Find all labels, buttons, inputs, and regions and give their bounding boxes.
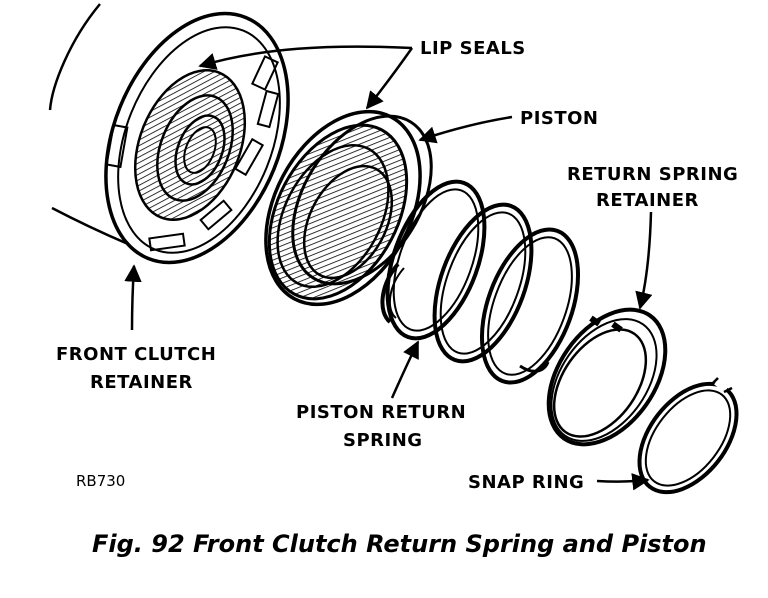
label-piston: PISTON <box>520 108 599 129</box>
label-piston-return-spring-line1: PISTON RETURN <box>296 402 466 423</box>
snap-ring-drawing <box>637 377 739 495</box>
label-piston-return-spring-line2: SPRING <box>343 430 423 451</box>
leader-lines <box>124 45 653 491</box>
return-spring-retainer-drawing <box>546 307 668 447</box>
piston-drawing <box>264 109 433 307</box>
label-return-spring-retainer-line2: RETAINER <box>596 190 699 211</box>
label-return-spring-retainer-line1: RETURN SPRING <box>567 164 738 185</box>
label-lip-seals: LIP SEALS <box>420 38 526 59</box>
figure-id: RB730 <box>76 472 125 490</box>
label-front-clutch-retainer-line1: FRONT CLUTCH <box>56 344 216 365</box>
front-clutch-retainer-drawing <box>48 3 290 265</box>
piston-return-spring-drawing <box>380 179 581 385</box>
figure-caption: Fig. 92 Front Clutch Return Spring and P… <box>92 530 707 558</box>
label-front-clutch-retainer-line2: RETAINER <box>90 372 193 393</box>
label-snap-ring: SNAP RING <box>468 472 584 493</box>
